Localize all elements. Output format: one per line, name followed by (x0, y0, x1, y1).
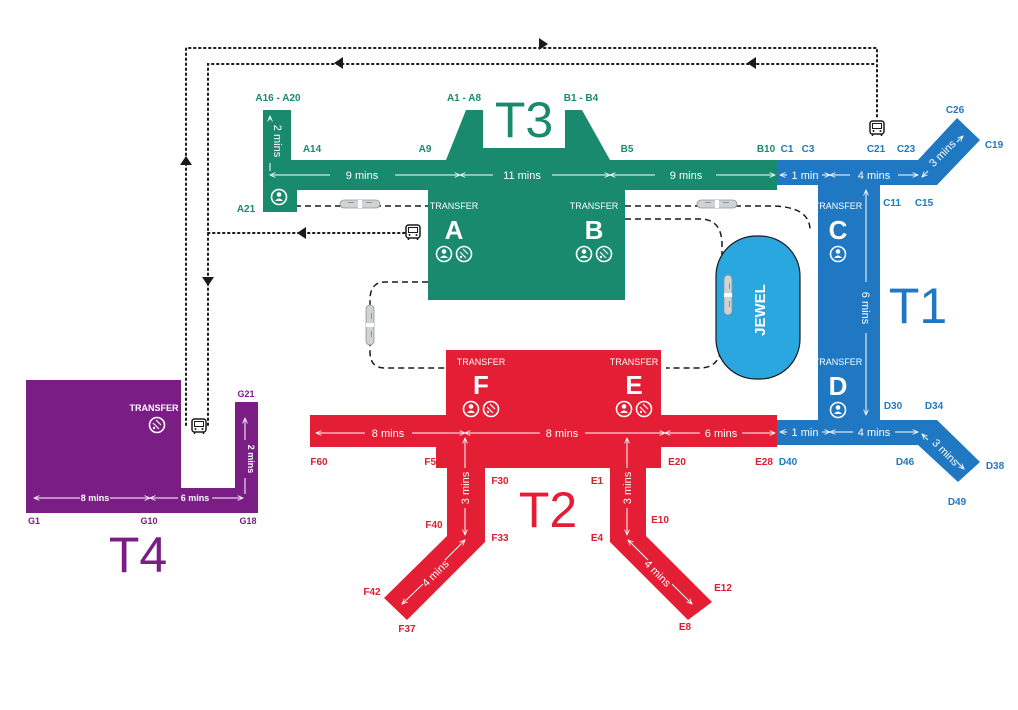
terminal-4-shape (26, 380, 258, 513)
terminal-label-t1: T1 (889, 278, 947, 334)
jewel-building (715, 235, 801, 380)
terminal-label-t4: T4 (109, 527, 167, 583)
gate-label: A14 (303, 144, 322, 155)
jewel-label: JEWEL (752, 284, 769, 336)
walk-time-label: 9 mins (670, 170, 703, 182)
gate-label: G1 (28, 516, 40, 526)
transfer-label: TRANSFER (430, 201, 479, 211)
gate-label: G18 (239, 516, 256, 526)
gate-label: F30 (491, 476, 509, 487)
bus-icon (869, 120, 885, 137)
gate-label: C1 (781, 144, 794, 155)
bus-icon (191, 418, 207, 435)
gate-label: A1 - A8 (447, 93, 482, 104)
gate-label: E10 (651, 515, 669, 526)
gate-label: C26 (946, 105, 965, 116)
walk-time-label: 4 mins (858, 427, 891, 439)
gate-label: C11 (883, 198, 901, 209)
gate-label: F42 (363, 587, 381, 598)
transfer-hub-t4: TRANSFER (130, 403, 179, 434)
walk-time-label: 11 mins (503, 170, 541, 182)
gate-label: B1 - B4 (564, 93, 599, 104)
gate-label: D40 (779, 457, 798, 468)
terminal-label-t2: T2 (519, 482, 577, 538)
transfer-label: TRANSFER (814, 201, 863, 211)
terminal-label-t3: T3 (495, 92, 553, 148)
walk-time-label: 6 mins (181, 493, 210, 503)
gate-label: F50 (424, 457, 442, 468)
gate-label: A16 - A20 (255, 93, 301, 104)
walk-time-label: 2 mins (271, 125, 283, 158)
gate-label: E28 (755, 457, 773, 468)
gate-label: B5 (621, 144, 634, 155)
gate-label: E12 (714, 583, 732, 594)
hub-letter: B (585, 215, 604, 245)
walk-time-label: 3 mins (460, 471, 472, 504)
hub-letter: A (445, 215, 464, 245)
terminal-2-shape (310, 350, 777, 620)
gate-label: C21 (867, 144, 886, 155)
walk-time-label: 6 mins (859, 292, 871, 325)
terminal-1-shape (777, 118, 980, 482)
gate-labels: A16 - A20 A14 A21 A9 A1 - A8 B1 - B4 B5 … (28, 93, 1005, 635)
transfer-hub-b: TRANSFER B (570, 201, 619, 263)
hub-letter: C (829, 215, 848, 245)
bus-routes (180, 38, 885, 435)
gate-label: F33 (491, 533, 509, 544)
gate-label: E4 (591, 533, 604, 544)
transfer-hub-a: TRANSFER A (430, 201, 479, 263)
transfer-hub-e: TRANSFER E (610, 357, 659, 418)
transfer-label: TRANSFER (814, 357, 863, 367)
skytrain-icon (339, 199, 381, 209)
walk-time-label: 8 mins (81, 493, 110, 503)
gate-label: E20 (668, 457, 686, 468)
walk-time-label: 3 mins (622, 471, 634, 504)
gate-label: D49 (948, 497, 967, 508)
gate-label: G21 (237, 389, 254, 399)
transfer-label: TRANSFER (610, 357, 659, 367)
walk-time-label: 9 mins (346, 170, 379, 182)
bus-icon (405, 224, 421, 241)
walk-time-label: 1 min (792, 170, 819, 182)
skytrain-icon (696, 199, 738, 209)
terminal-3-shape (263, 110, 777, 300)
walk-time-label: 2 mins (246, 445, 256, 474)
gate-label: F37 (398, 624, 416, 635)
walk-time-labels: 2 mins 9 mins 11 mins 9 mins 1 min 4 min… (81, 125, 961, 590)
gate-label: A21 (237, 204, 256, 215)
hub-letter: E (625, 370, 642, 400)
transfer-label: TRANSFER (457, 357, 506, 367)
transfer-label: TRANSFER (570, 201, 619, 211)
gate-label: F60 (310, 457, 328, 468)
walk-time-label: 4 mins (858, 170, 891, 182)
gate-label: C23 (897, 144, 916, 155)
gate-label: D34 (925, 401, 944, 412)
gate-label: F40 (425, 520, 443, 531)
gate-label: C19 (985, 140, 1004, 151)
gate-label: C15 (915, 198, 934, 209)
gate-label: G10 (140, 516, 157, 526)
gate-label: D46 (896, 457, 915, 468)
transfer-hub-c: TRANSFER C (814, 201, 863, 263)
hub-letter: F (473, 370, 489, 400)
gate-label: A9 (419, 144, 432, 155)
gate-label: C3 (802, 144, 815, 155)
transfer-hub-f: TRANSFER F (457, 357, 506, 418)
gate-label: E1 (591, 476, 604, 487)
gate-label: B10 (757, 144, 776, 155)
skytrain-icon (365, 304, 375, 346)
walk-time-label: 6 mins (705, 428, 738, 440)
gate-label: D30 (884, 401, 903, 412)
skytrain-icon (723, 274, 733, 316)
walk-time-label: 8 mins (372, 428, 405, 440)
hub-letter: D (829, 371, 848, 401)
transfer-label: TRANSFER (130, 403, 179, 413)
gate-label: E8 (679, 622, 692, 633)
transfer-hub-d: TRANSFER D (814, 357, 863, 419)
walk-time-label: 8 mins (546, 428, 579, 440)
walk-time-lines (34, 116, 964, 604)
gate-label: D38 (986, 461, 1005, 472)
walk-time-label: 1 min (792, 427, 819, 439)
